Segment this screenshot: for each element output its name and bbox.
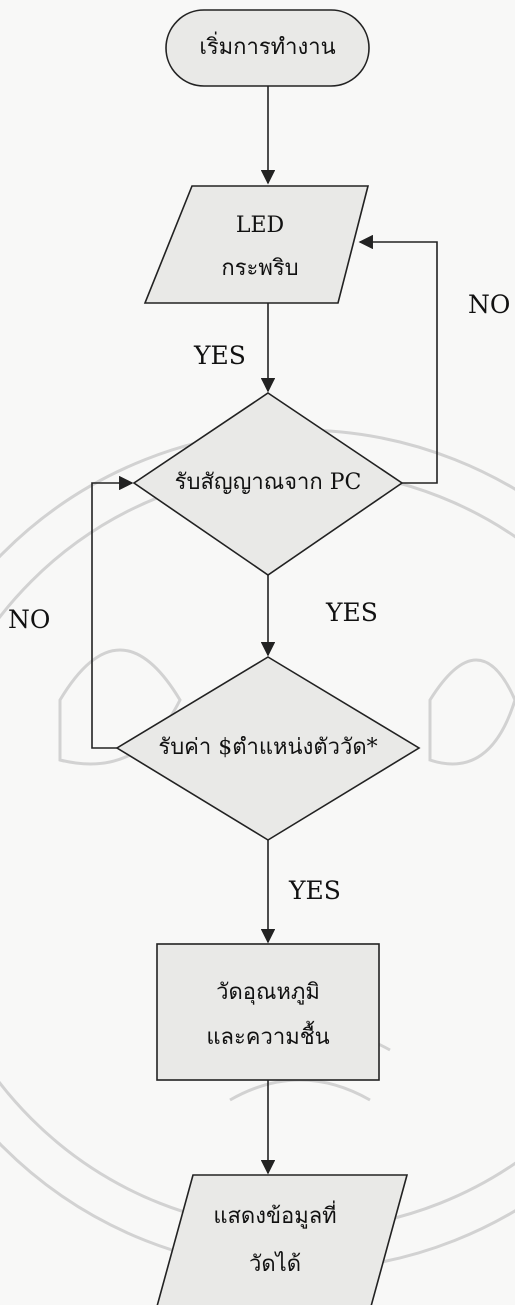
led-label-line1: LED bbox=[235, 213, 285, 238]
display-label-line2: วัดได้ bbox=[249, 1252, 301, 1277]
led-label-line2: กระพริบ bbox=[221, 256, 299, 281]
led-blink-io bbox=[143, 185, 370, 304]
measure-label-line2: และความชื้น bbox=[206, 1025, 330, 1050]
edge-label-yes-3: YES bbox=[289, 876, 341, 905]
display-label-line1: แสดงข้อมูลที่ bbox=[213, 1204, 337, 1229]
measure-process bbox=[156, 943, 380, 1081]
arrow-no-loop-to-decision1 bbox=[91, 475, 134, 749]
edge-label-yes-2: YES bbox=[326, 598, 378, 627]
edge-label-yes-1: YES bbox=[194, 341, 246, 370]
measure-label-line1: วัดอุณหภูมิ bbox=[216, 980, 320, 1005]
start-label: เริ่มการทำงาน bbox=[199, 35, 336, 60]
display-data-io bbox=[156, 1174, 409, 1305]
edge-label-no-left: NO bbox=[8, 605, 51, 634]
arrow-no-loop-to-led bbox=[358, 234, 438, 484]
decision-receive-value-label: รับค่า $ตำแหน่งตัววัด* bbox=[158, 735, 378, 760]
edge-label-no-right: NO bbox=[468, 290, 511, 319]
decision-receive-pc-label: รับสัญญาณจาก PC bbox=[174, 470, 362, 495]
